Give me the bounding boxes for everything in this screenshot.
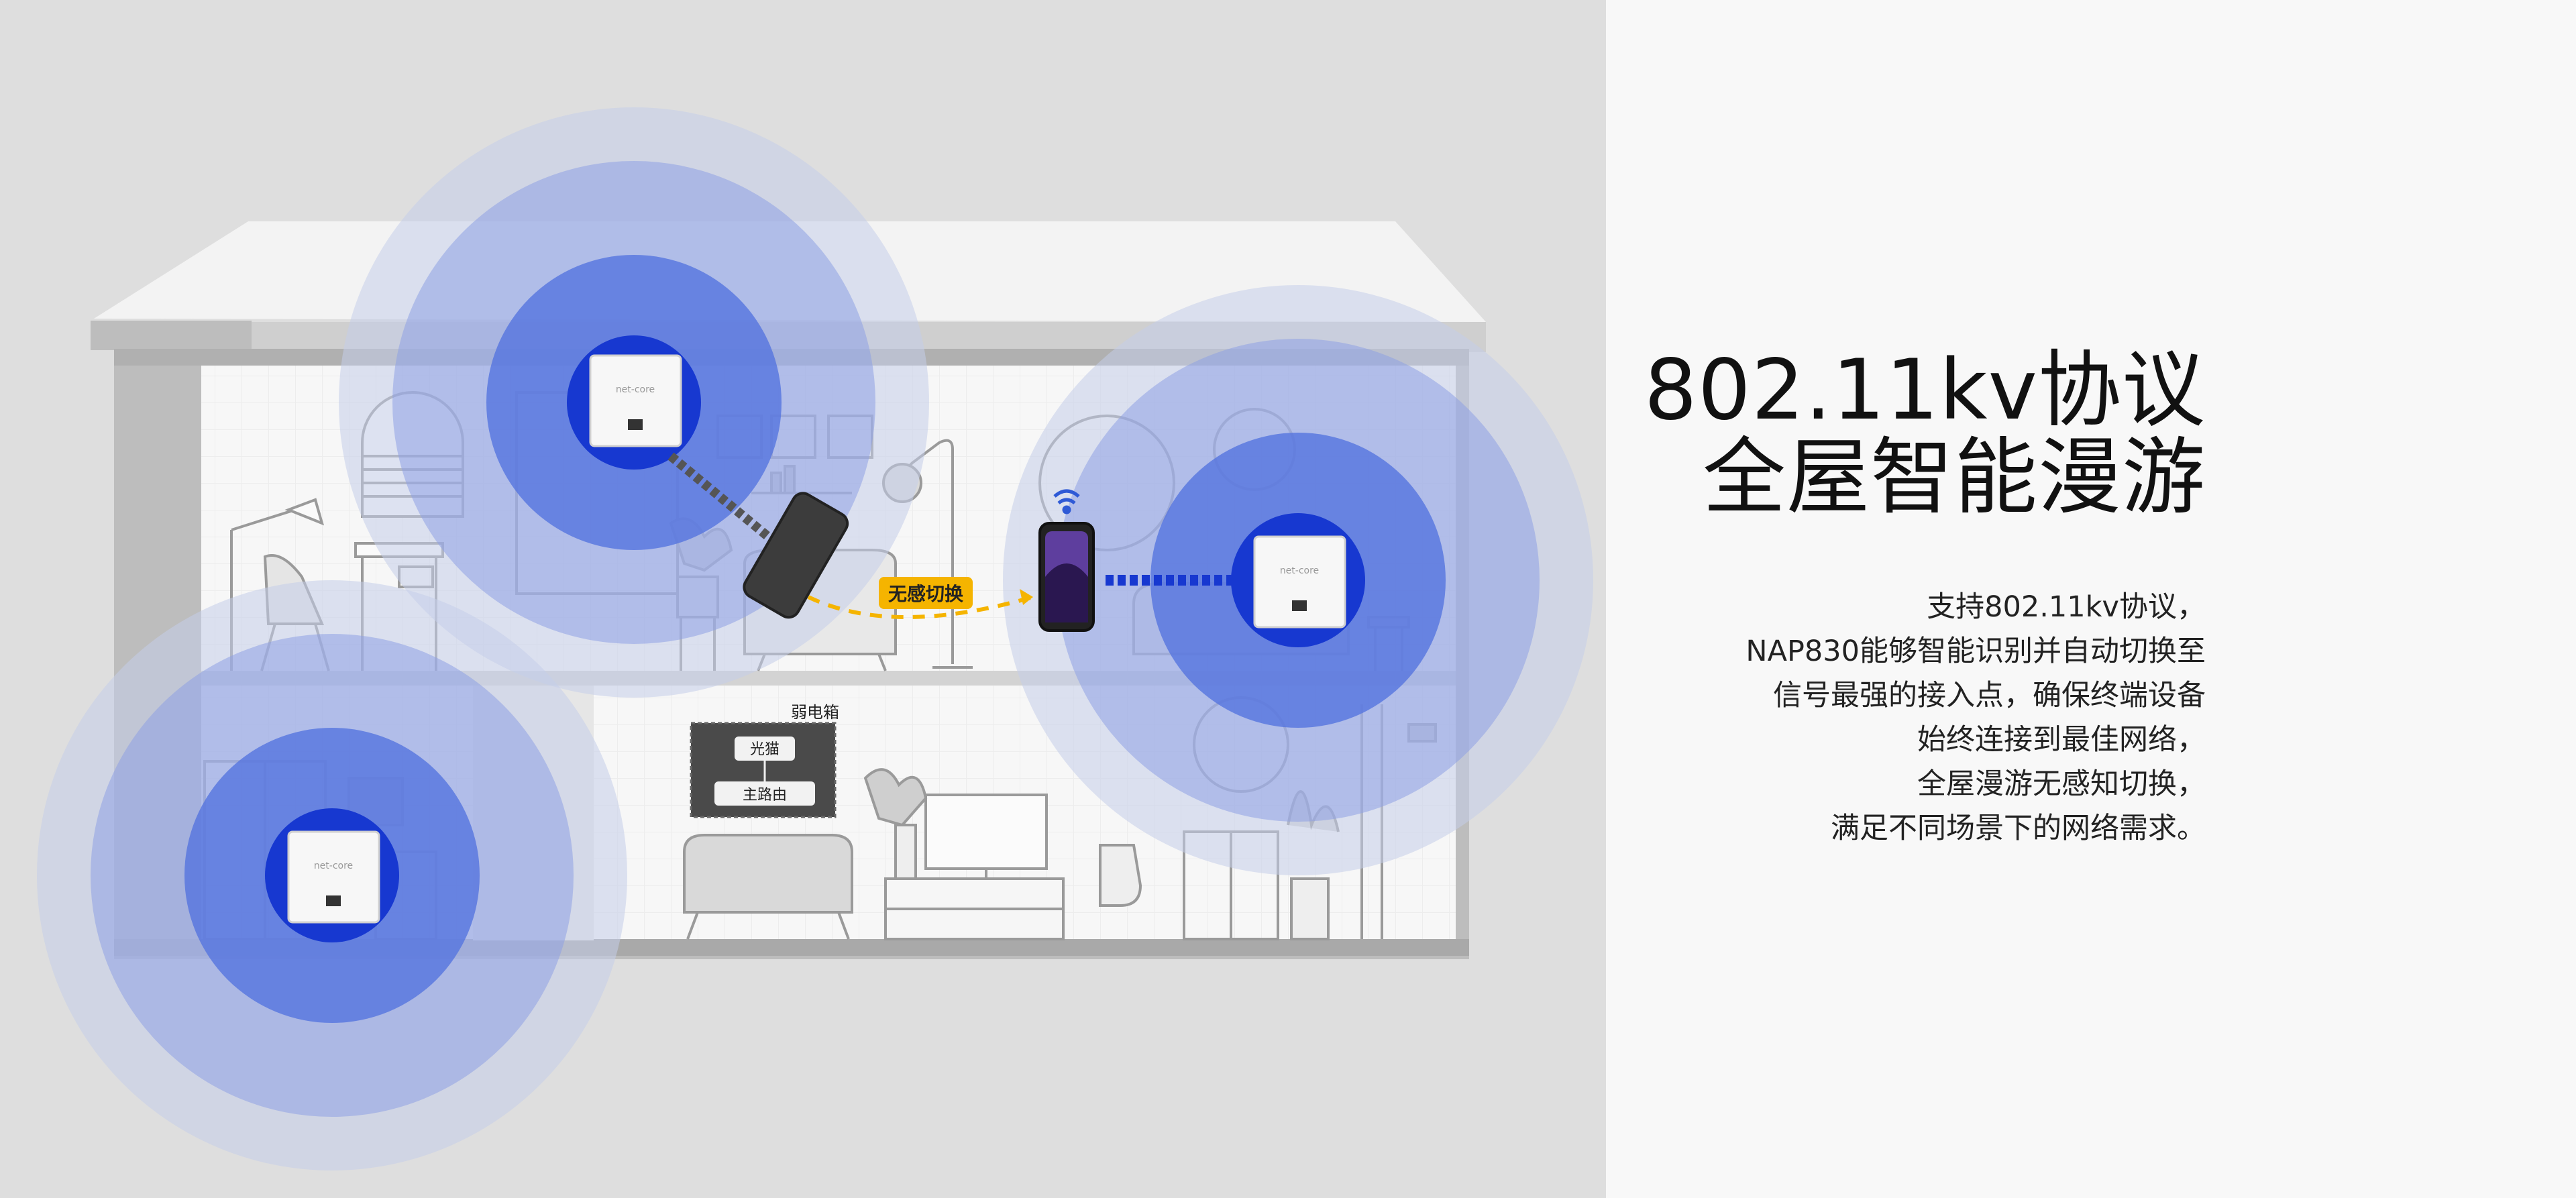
ap-brand-label: net-core bbox=[1280, 565, 1319, 576]
roaming-tag: 无感切换 bbox=[879, 577, 973, 609]
description-line: 满足不同场景下的网络需求。 bbox=[1831, 812, 2206, 845]
headline-line-1: 802.11kv协议 bbox=[1644, 342, 2206, 439]
access-point-bottom-left: net-core bbox=[287, 830, 380, 924]
description-line: 信号最强的接入点，确保终端设备 bbox=[1773, 679, 2206, 712]
house-scene: net-core net-core net-core 无感切换 bbox=[37, 107, 1593, 1170]
access-point-top-left: net-core bbox=[589, 354, 682, 447]
ap-brand-label: net-core bbox=[616, 384, 655, 395]
roaming-illustration: net-core net-core net-core 无感切换 bbox=[0, 0, 1606, 1198]
description-line: 支持802.11kv协议， bbox=[1927, 590, 2206, 624]
description: 支持802.11kv协议， NAP830能够智能识别并自动切换至 信号最强的接入… bbox=[1746, 585, 2206, 851]
ap-brand-label: net-core bbox=[314, 861, 353, 871]
headline: 802.11kv协议 全屋智能漫游 bbox=[1644, 349, 2206, 523]
roaming-path bbox=[807, 595, 1034, 619]
roof-eave bbox=[91, 321, 252, 350]
router-label: 主路由 bbox=[743, 787, 787, 804]
headline-line-2: 全屋智能漫游 bbox=[1702, 429, 2206, 526]
modem-label: 光猫 bbox=[750, 741, 780, 758]
description-line: 全屋漫游无感知切换， bbox=[1917, 767, 2206, 801]
wifi-icon bbox=[1053, 489, 1080, 514]
roaming-tag-label: 无感切换 bbox=[888, 583, 964, 605]
weak-current-box: 弱电箱 光猫 主路由 bbox=[690, 703, 839, 818]
description-line: NAP830能够智能识别并自动切换至 bbox=[1746, 635, 2206, 668]
lower-middle-furniture bbox=[683, 768, 1065, 940]
phone-current-position bbox=[1038, 522, 1095, 632]
description-line: 始终连接到最佳网络， bbox=[1917, 723, 2206, 757]
weak-box-title: 弱电箱 bbox=[791, 703, 839, 722]
phone-previous-position bbox=[743, 492, 849, 619]
access-point-right: net-core bbox=[1253, 535, 1346, 629]
